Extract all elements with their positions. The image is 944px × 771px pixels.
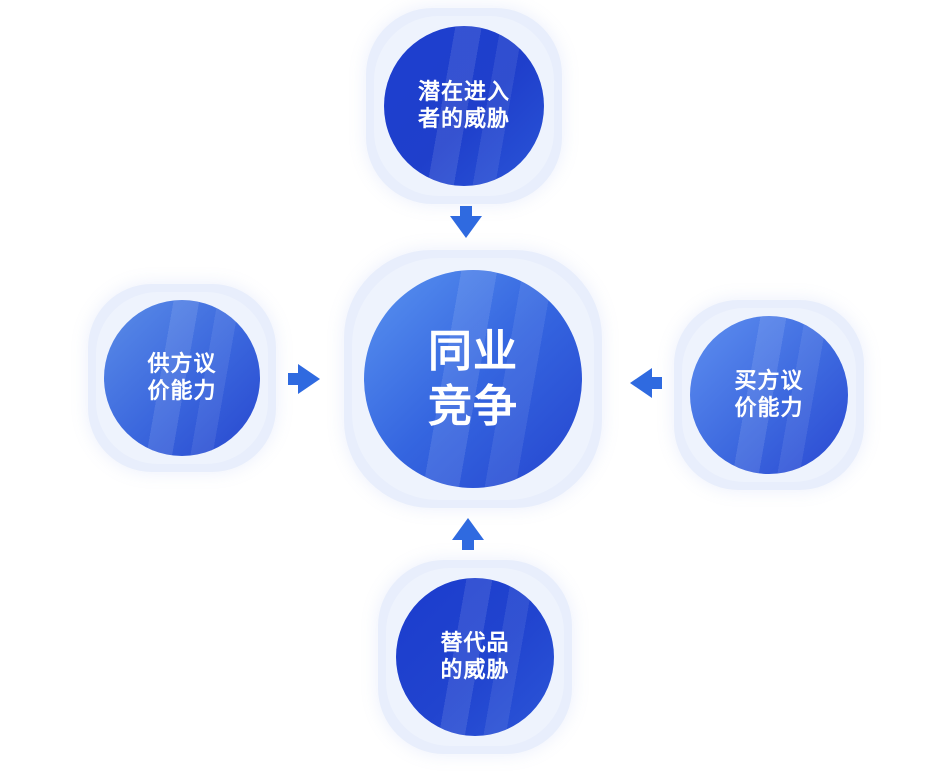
label-line: 价能力 [734,396,804,421]
node-supplier-power-label: 供方议 价能力 [147,351,216,406]
node-substitutes: 替代品 的威胁 [396,578,554,736]
node-substitutes-label: 替代品 的威胁 [440,630,509,685]
label-line: 买方议 [734,368,804,394]
arrow-down-icon [450,206,482,238]
label-line: 同业 [428,326,518,377]
node-industry-competition-label: 同业 竞争 [428,324,518,434]
label-line: 潜在进入 [417,79,510,105]
label-line: 的威胁 [440,658,510,683]
node-supplier-power: 供方议 价能力 [104,300,260,456]
node-potential-entrants: 潜在进入 者的威胁 [384,26,544,186]
label-line: 供方议 [147,351,217,377]
node-buyer-power-label: 买方议 价能力 [734,368,803,423]
arrow-right-icon [288,364,320,394]
node-industry-competition: 同业 竞争 [364,270,582,488]
arrow-left-icon [630,368,662,398]
node-potential-entrants-label: 潜在进入 者的威胁 [418,79,510,134]
label-line: 价能力 [147,379,217,404]
label-line: 者的威胁 [417,107,510,132]
arrow-up-icon [452,518,484,550]
label-line: 竞争 [428,381,518,432]
node-buyer-power: 买方议 价能力 [690,316,848,474]
label-line: 替代品 [440,630,510,656]
